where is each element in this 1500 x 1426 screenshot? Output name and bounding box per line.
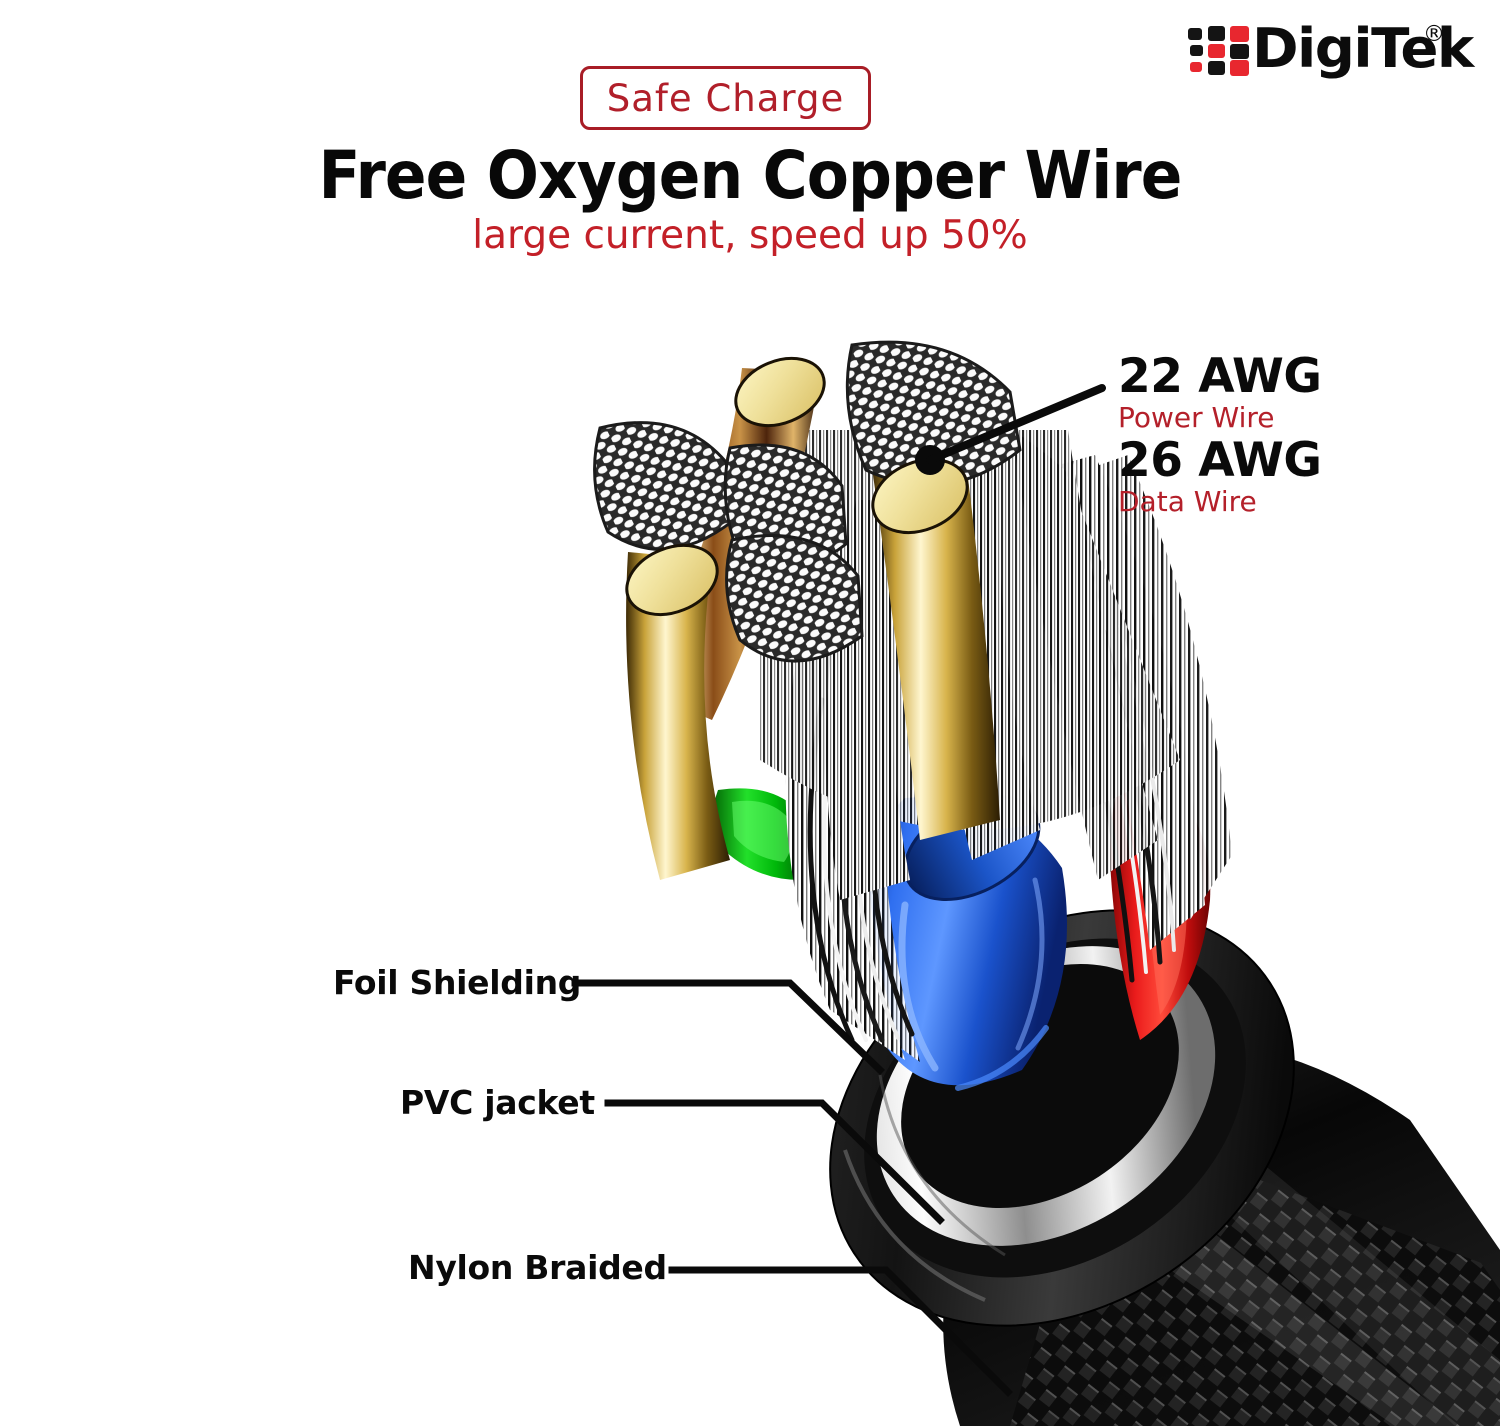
logo-cell <box>1190 45 1203 56</box>
logo-cell <box>1208 44 1225 58</box>
callout-power-wire: 22 AWG Power Wire <box>1118 352 1378 434</box>
safe-charge-badge: Safe Charge <box>580 66 871 130</box>
logo-cell <box>1230 44 1249 59</box>
solid-gold-conductor <box>734 356 826 428</box>
brand-wordmark: DigiTek <box>1252 17 1474 80</box>
data-wire-role: Data Wire <box>1118 485 1257 518</box>
power-wire-role: Power Wire <box>1118 401 1275 434</box>
solid-gold-conductor <box>871 458 969 534</box>
logo-cell <box>1208 26 1225 41</box>
awg-pointer-line <box>915 384 1106 475</box>
conductor-bundle <box>593 340 1180 900</box>
registered-trademark-icon: ® <box>1423 22 1445 47</box>
callout-label-nylon-braided: Nylon Braided <box>408 1248 667 1287</box>
brand-logo: DigiTek ® <box>1188 17 1478 82</box>
callout-label-foil-shielding: Foil Shielding <box>333 963 582 1002</box>
safe-charge-label: Safe Charge <box>606 76 845 120</box>
stranded-copper-bundle <box>593 421 736 551</box>
stranded-copper-bundle <box>725 534 864 663</box>
logo-cell <box>1190 62 1202 72</box>
data-wire-gauge: 26 AWG <box>1118 433 1322 488</box>
page-title: Free Oxygen Copper Wire <box>318 137 1183 214</box>
logo-cell <box>1188 28 1202 40</box>
green-insulation <box>713 788 809 880</box>
callout-label-pvc-jacket: PVC jacket <box>400 1083 595 1122</box>
logo-cell <box>1230 60 1249 76</box>
solid-gold-conductor <box>625 543 719 617</box>
logo-cell <box>1208 61 1225 75</box>
power-wire-gauge: 22 AWG <box>1118 349 1322 404</box>
logo-cell <box>1230 26 1249 42</box>
page-subtitle: large current, speed up 50% <box>472 213 1028 258</box>
callout-data-wire: 26 AWG Data Wire <box>1118 436 1378 518</box>
digitek-dot-grid-icon <box>1188 26 1250 76</box>
